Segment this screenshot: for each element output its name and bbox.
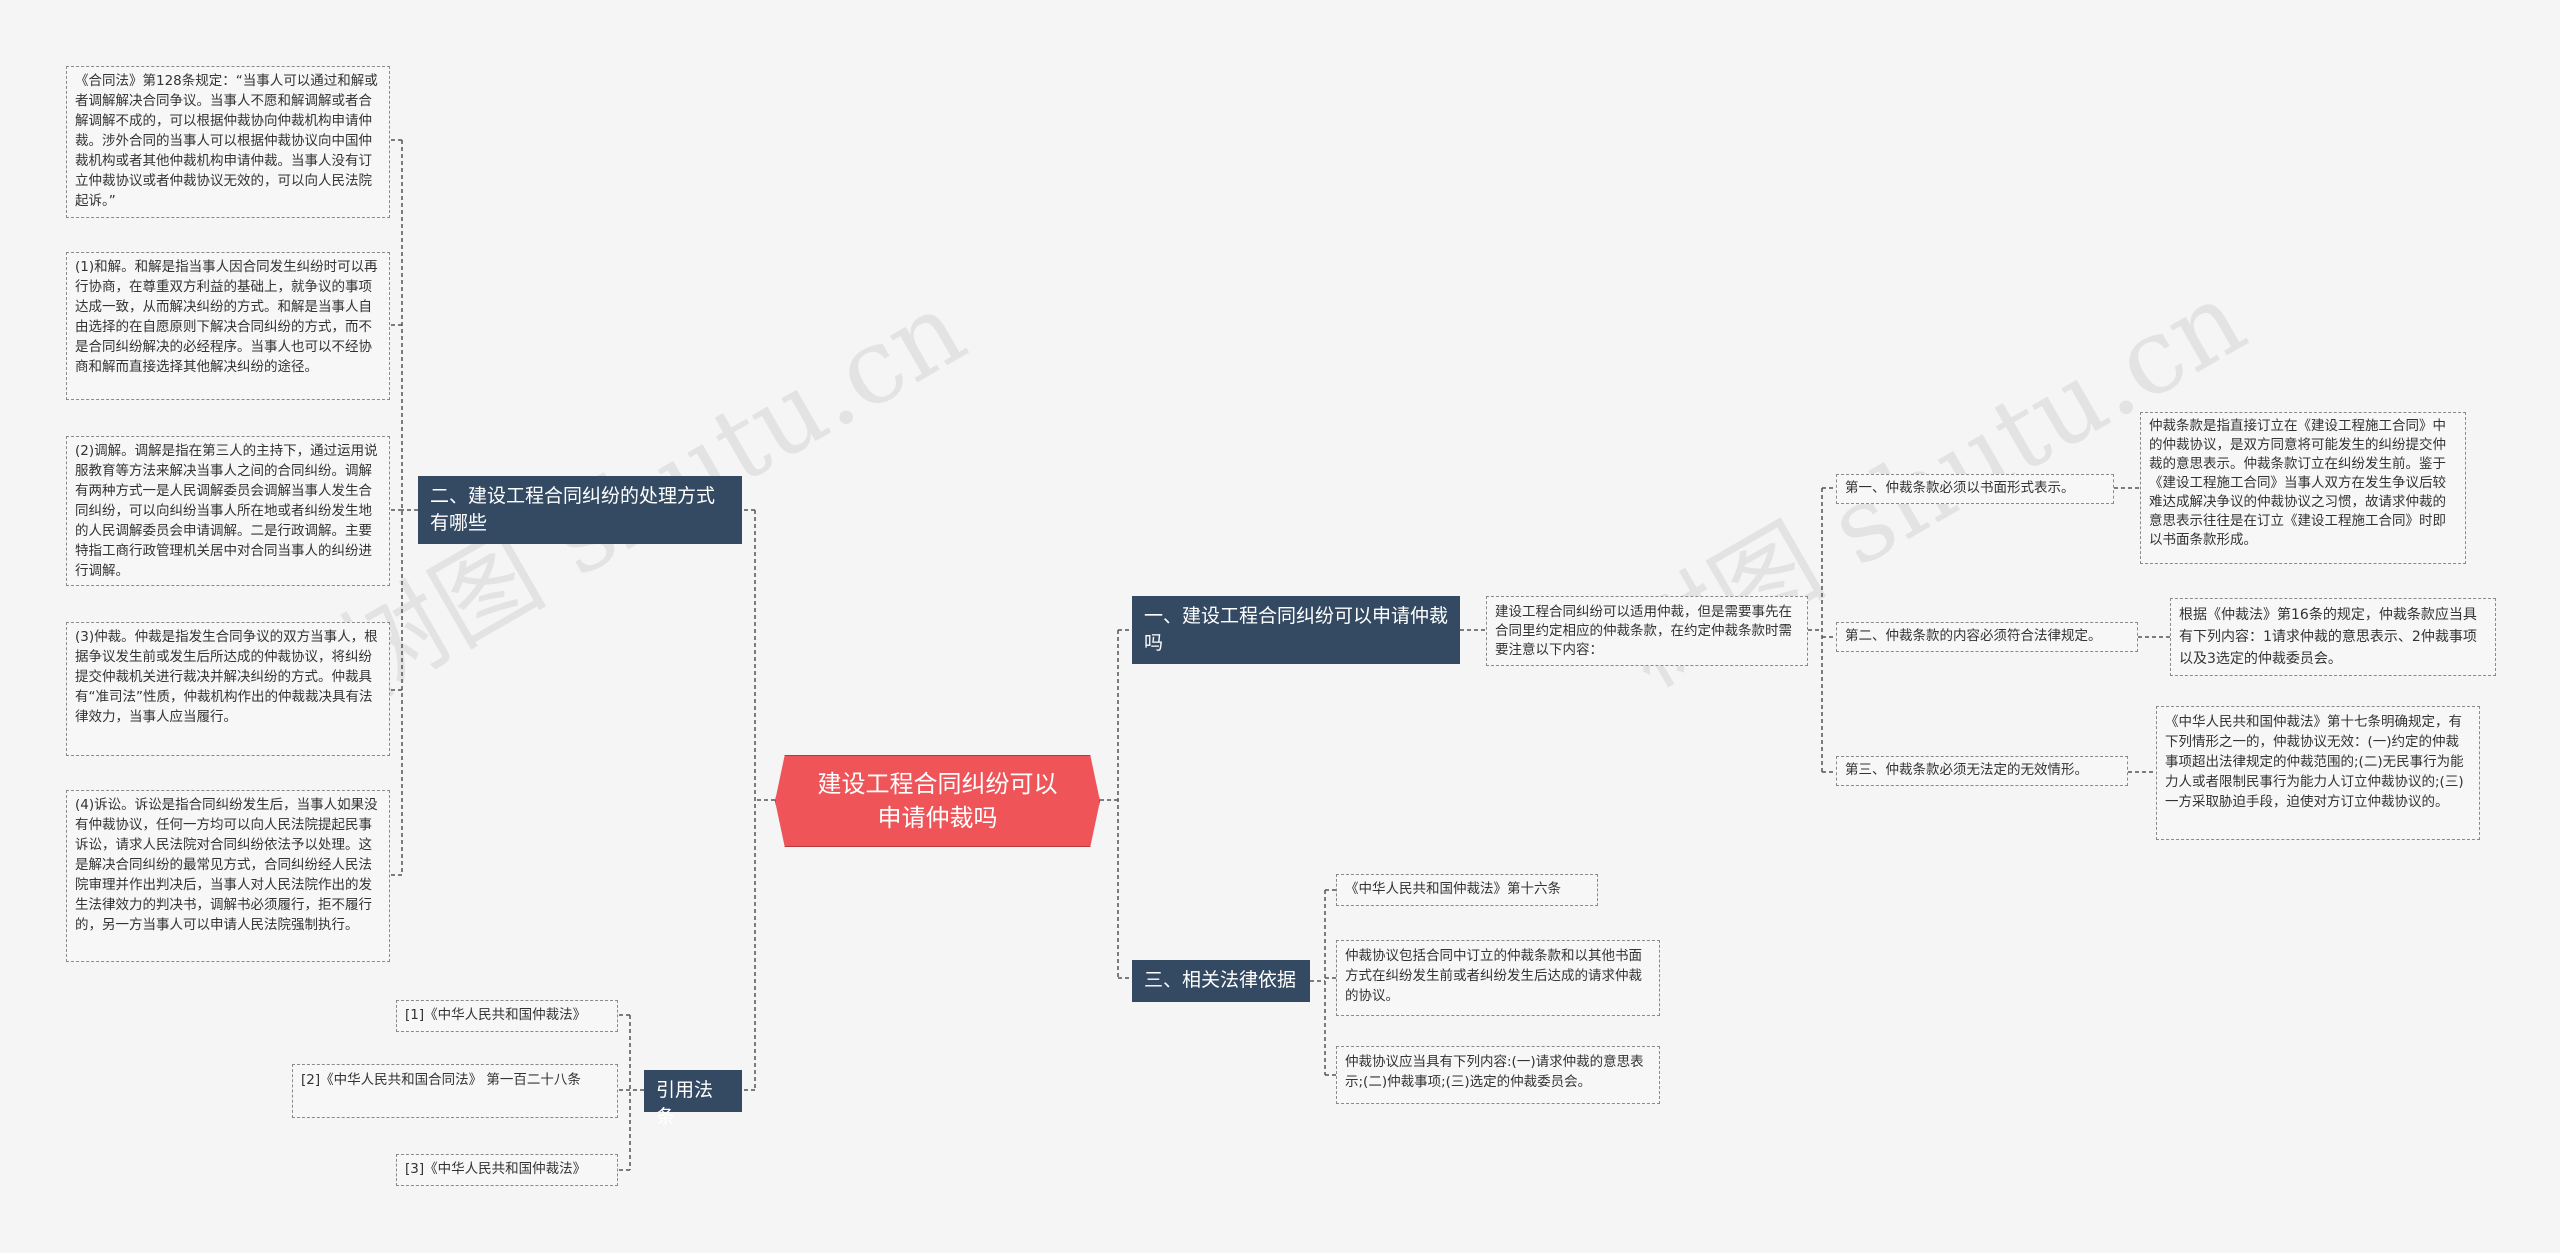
- point-second-detail[interactable]: 根据《仲裁法》第16条的规定，仲裁条款应当具有下列内容：1请求仲裁的意思表示、2…: [2170, 598, 2496, 676]
- ref-1[interactable]: [1]《中华人民共和国仲裁法》: [396, 1000, 618, 1032]
- method-arbitration[interactable]: (3)仲裁。仲裁是指发生合同争议的双方当事人，根据争议发生前或发生后所达成的仲裁…: [66, 622, 390, 756]
- note-intro[interactable]: 建设工程合同纠纷可以适用仲裁，但是需要事先在合同里约定相应的仲裁条款，在约定仲裁…: [1486, 596, 1808, 666]
- link-intro-points: [1808, 487, 1836, 773]
- link-point-details: [2114, 487, 2170, 773]
- method-contract-law[interactable]: 《合同法》第128条规定：“当事人可以通过和解或者调解解决合同争议。当事人不愿和…: [66, 66, 390, 218]
- method-mediation-text: (2)调解。调解是指在第三人的主持下，通过运用说服教育等方法来解决当事人之间的合…: [75, 443, 378, 579]
- ref-3[interactable]: [3]《中华人民共和国仲裁法》: [396, 1154, 618, 1186]
- point-third-detail[interactable]: 《中华人民共和国仲裁法》第十七条明确规定，有下列情形之一的，仲裁协议无效：(一)…: [2156, 706, 2480, 840]
- point-third-detail-text: 《中华人民共和国仲裁法》第十七条明确规定，有下列情形之一的，仲裁协议无效：(一)…: [2165, 714, 2464, 810]
- ref-2-text: [2]《中华人民共和国合同法》 第一百二十八条: [301, 1072, 581, 1088]
- method-mediation[interactable]: (2)调解。调解是指在第三人的主持下，通过运用说服教育等方法来解决当事人之间的合…: [66, 436, 390, 586]
- branch-handling-methods[interactable]: 二、建设工程合同纠纷的处理方式有哪些: [418, 476, 742, 544]
- point-first-detail-text: 仲裁条款是指直接订立在《建设工程施工合同》中的仲裁协议，是双方同意将可能发生的纠…: [2149, 418, 2446, 548]
- link-root-right: [1100, 629, 1132, 979]
- branch-cited-laws[interactable]: 引用法条: [644, 1070, 742, 1128]
- point-third-text: 第三、仲裁条款必须无法定的无效情形。: [1845, 762, 2088, 778]
- branch-handling-methods-label: 二、建设工程合同纠纷的处理方式有哪些: [430, 485, 716, 534]
- method-contract-law-text: 《合同法》第128条规定：“当事人可以通过和解或者调解解决合同争议。当事人不愿和…: [75, 73, 378, 209]
- law-item-2-text: 仲裁协议包括合同中订立的仲裁条款和以其他书面方式在纠纷发生前或者纠纷发生后达成的…: [1345, 948, 1642, 1004]
- law-item-1-text: 《中华人民共和国仲裁法》第十六条: [1345, 881, 1561, 897]
- link-b2-items: [390, 139, 418, 876]
- point-first-detail[interactable]: 仲裁条款是指直接订立在《建设工程施工合同》中的仲裁协议，是双方同意将可能发生的纠…: [2140, 412, 2466, 564]
- link-b4-refs: [618, 1014, 644, 1171]
- law-item-1[interactable]: 《中华人民共和国仲裁法》第十六条: [1336, 874, 1598, 906]
- ref-2[interactable]: [2]《中华人民共和国合同法》 第一百二十八条: [292, 1064, 618, 1118]
- method-arbitration-text: (3)仲裁。仲裁是指发生合同争议的双方当事人，根据争议发生前或发生后所达成的仲裁…: [75, 629, 378, 725]
- point-second[interactable]: 第二、仲裁条款的内容必须符合法律规定。: [1836, 622, 2138, 652]
- point-third[interactable]: 第三、仲裁条款必须无法定的无效情形。: [1836, 756, 2128, 786]
- branch-legal-basis-label: 三、相关法律依据: [1144, 969, 1297, 991]
- root-title: 建设工程合同纠纷可以申请仲裁吗: [817, 770, 1058, 832]
- point-second-text: 第二、仲裁条款的内容必须符合法律规定。: [1845, 628, 2102, 644]
- ref-1-text: [1]《中华人民共和国仲裁法》: [405, 1007, 587, 1023]
- law-item-3[interactable]: 仲裁协议应当具有下列内容:(一)请求仲裁的意思表示;(二)仲裁事项;(三)选定的…: [1336, 1046, 1660, 1104]
- method-litigation-text: (4)诉讼。诉讼是指合同纠纷发生后，当事人如果没有仲裁协议，任何一方均可以向人民…: [75, 797, 378, 933]
- method-settlement[interactable]: (1)和解。和解是指当事人因合同发生纠纷时可以再行协商，在尊重双方利益的基础上，…: [66, 252, 390, 400]
- branch-cited-laws-label: 引用法条: [656, 1079, 714, 1128]
- link-root-left: [742, 509, 775, 1091]
- root-topic[interactable]: 建设工程合同纠纷可以申请仲裁吗: [775, 755, 1100, 847]
- point-first[interactable]: 第一、仲裁条款必须以书面形式表示。: [1836, 474, 2114, 504]
- law-item-3-text: 仲裁协议应当具有下列内容:(一)请求仲裁的意思表示;(二)仲裁事项;(三)选定的…: [1345, 1054, 1644, 1090]
- method-litigation[interactable]: (4)诉讼。诉讼是指合同纠纷发生后，当事人如果没有仲裁协议，任何一方均可以向人民…: [66, 790, 390, 962]
- link-b3-items: [1310, 889, 1336, 1076]
- point-first-text: 第一、仲裁条款必须以书面形式表示。: [1845, 480, 2075, 496]
- law-item-2[interactable]: 仲裁协议包括合同中订立的仲裁条款和以其他书面方式在纠纷发生前或者纠纷发生后达成的…: [1336, 940, 1660, 1016]
- branch-can-arbitrate[interactable]: 一、建设工程合同纠纷可以申请仲裁吗: [1132, 596, 1460, 664]
- ref-3-text: [3]《中华人民共和国仲裁法》: [405, 1161, 587, 1177]
- point-second-detail-text: 根据《仲裁法》第16条的规定，仲裁条款应当具有下列内容：1请求仲裁的意思表示、2…: [2179, 607, 2477, 667]
- branch-legal-basis[interactable]: 三、相关法律依据: [1132, 960, 1310, 1002]
- branch-can-arbitrate-label: 一、建设工程合同纠纷可以申请仲裁吗: [1144, 605, 1449, 654]
- method-settlement-text: (1)和解。和解是指当事人因合同发生纠纷时可以再行协商，在尊重双方利益的基础上，…: [75, 259, 378, 375]
- note-intro-text: 建设工程合同纠纷可以适用仲裁，但是需要事先在合同里约定相应的仲裁条款，在约定仲裁…: [1495, 604, 1792, 658]
